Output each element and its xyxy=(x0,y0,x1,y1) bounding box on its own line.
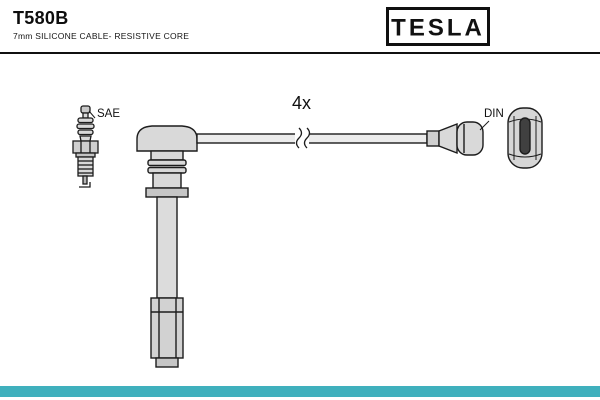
spark-plug-drawing xyxy=(72,105,99,188)
logo-frame xyxy=(386,7,490,46)
plug-hex-nut xyxy=(72,140,99,154)
boot-shaft xyxy=(156,196,178,299)
cable-spec: 7mm SILICONE CABLE- RESISTIVE CORE xyxy=(13,31,190,41)
plug-center-electrode xyxy=(82,175,88,185)
cable-break-mark xyxy=(295,127,303,149)
cable-drawing xyxy=(196,127,428,149)
boot-collar xyxy=(145,187,189,198)
cable-break-mark xyxy=(303,127,311,149)
cap-slot xyxy=(519,117,531,155)
din-label: DIN xyxy=(484,108,504,120)
boot-lower-housing xyxy=(150,297,184,359)
boot-cap xyxy=(136,125,198,152)
boot-rib xyxy=(147,166,187,174)
quantity-label: 4x xyxy=(292,93,311,113)
connector-cone xyxy=(438,122,458,155)
connector-boot xyxy=(456,121,484,156)
connector-ferrule xyxy=(426,130,440,147)
boot-tip xyxy=(155,357,179,368)
coil-boot-drawing xyxy=(136,125,198,368)
boot-neck xyxy=(150,150,184,161)
end-cap-drawing xyxy=(507,107,543,169)
connector-drawing xyxy=(426,121,484,156)
sae-label: SAE xyxy=(97,108,120,120)
plug-insulator-taper xyxy=(79,135,92,142)
header-divider xyxy=(0,52,600,54)
boot-rib xyxy=(147,159,187,167)
plug-rib xyxy=(77,117,94,124)
sae-leader-line xyxy=(88,110,96,119)
plug-terminal xyxy=(80,105,91,114)
tesla-logo: TESLA xyxy=(386,7,490,46)
din-leader-line xyxy=(479,120,490,131)
plug-rib xyxy=(77,129,94,136)
accent-bar xyxy=(0,386,600,397)
plug-stem xyxy=(82,112,89,119)
brand-logo-text: TESLA xyxy=(391,15,485,42)
plug-ground-electrode xyxy=(79,182,91,188)
plug-rib xyxy=(76,123,95,130)
cable-break-gap xyxy=(295,130,309,147)
product-code: T580B xyxy=(13,8,69,28)
boot-mid-body xyxy=(152,172,182,189)
